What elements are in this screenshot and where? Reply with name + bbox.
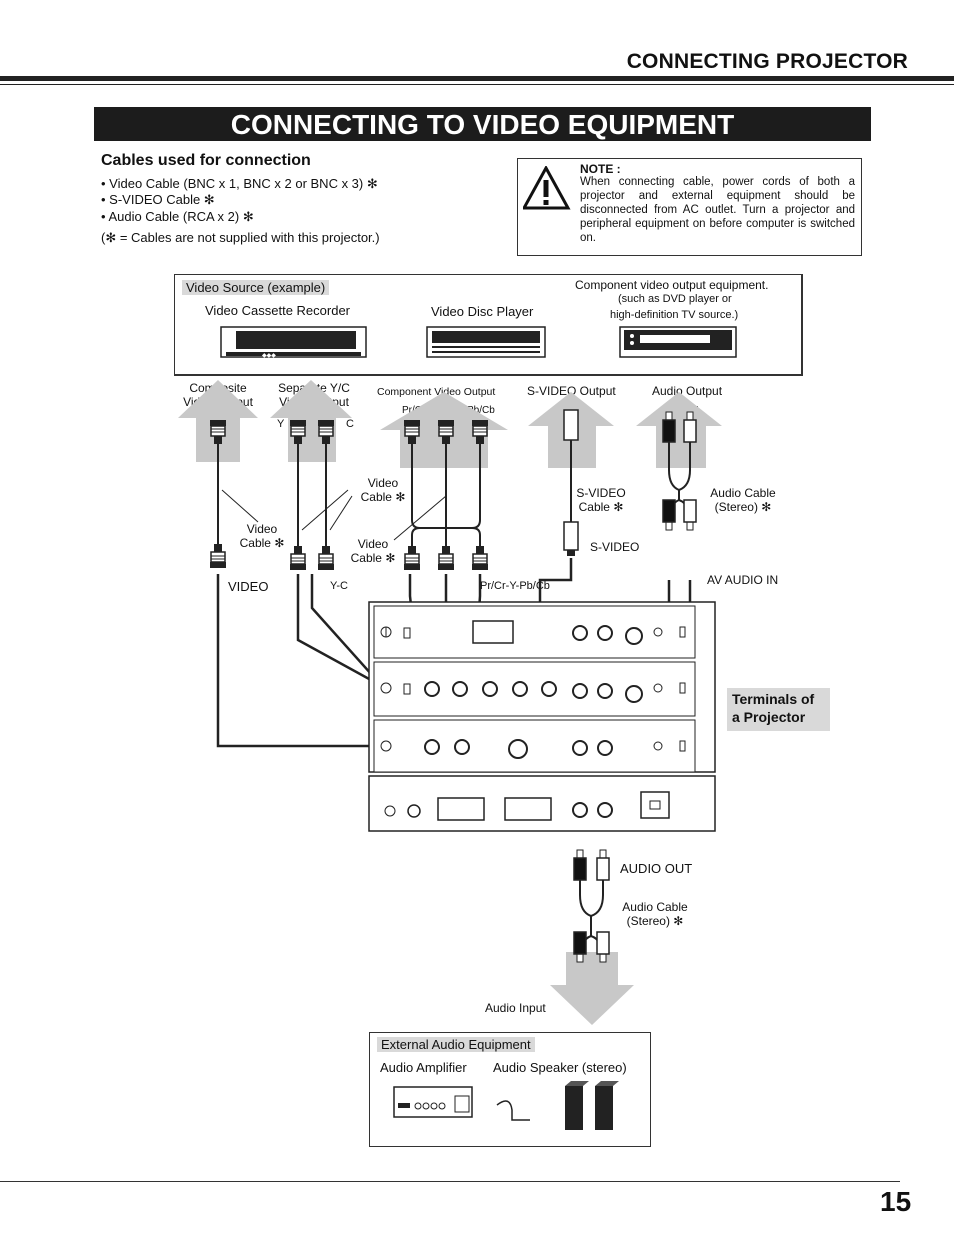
control-port2-label: CONTROL PORT (617, 666, 665, 672)
c-panel-label: C (459, 727, 464, 733)
prcr-label: Pr/Cr-Y-Pb/Cb (480, 580, 550, 592)
video-source-tag: Video Source (example) (182, 280, 330, 295)
input1-label: INPUT 1 (701, 618, 710, 649)
cable-item-audio: • Audio Cable (RCA x 2) ✻ (101, 209, 254, 224)
video-y-label: VIDEO/Y (417, 727, 442, 733)
speaker-label: Audio Speaker (stereo) (493, 1060, 627, 1075)
audio-input-label: Audio Input (485, 1001, 546, 1015)
rpr-label: R/Pr (428, 671, 440, 677)
audio-out-label: AUDIO OUT (620, 861, 693, 876)
video-source-box (174, 274, 803, 376)
video-cable-left-label: Video Cable ✻ (239, 522, 285, 550)
input2-label: INPUT 2 (701, 675, 710, 706)
amplifier-label: Audio Amplifier (380, 1060, 467, 1075)
l-out-label: L (696, 405, 702, 416)
video-label: VIDEO (228, 579, 269, 594)
audio-out-panel-label: AUDIO OUT (572, 779, 608, 785)
c-label: C (346, 418, 354, 430)
composite-output-label: Composite Video Output (183, 381, 253, 409)
control-port1-label: CONTROL PORT (612, 607, 660, 613)
r-tag2: R (576, 673, 583, 679)
r-tag1: R (576, 615, 583, 621)
reset-label: RESET (384, 801, 405, 807)
gy-label: G/Y (456, 671, 467, 677)
cable-footnote: (✻ = Cables are not supplied with this p… (101, 230, 380, 245)
separate-yc-output-label: Separate Y/C Video Output (278, 381, 350, 409)
usb-label: USB (647, 781, 660, 787)
component-equipment-label: Component video output equipment. (575, 278, 769, 292)
serial-out-label: SERIAL PORT OUT (500, 784, 556, 790)
section-header: CONNECTING PROJECTOR (626, 50, 908, 73)
component-sub1: (such as DVD player or (618, 293, 732, 305)
l-tag1: L (601, 615, 607, 621)
audio-out-cable-label: Audio Cable (Stereo) ✻ (622, 900, 688, 928)
component-sub2: high-definition TV source.) (610, 309, 739, 321)
svideo-cable-label: S-VIDEO Cable ✻ (576, 486, 626, 514)
mono2-label: (MONO) (597, 703, 620, 709)
audio-in2-label: AUDIO (580, 665, 600, 671)
y-comp-label: Y (446, 405, 453, 416)
svideo-output-label: S-VIDEO Output (527, 384, 616, 398)
page-title: CONNECTING TO VIDEO EQUIPMENT (94, 107, 871, 141)
terminals-label: Terminals of a Projector (727, 688, 830, 731)
external-audio-tag: External Audio Equipment (377, 1037, 535, 1052)
bpb-label: B/Pb (486, 671, 500, 677)
cable-item-video: • Video Cable (BNC x 1, BNC x 2 or BNC x… (101, 176, 378, 191)
cable-item-svideo: • S-VIDEO Cable ✻ (101, 192, 215, 207)
av-audio-in-label: AV AUDIO IN (707, 573, 779, 587)
svideo-label: S-VIDEO (590, 540, 640, 554)
audio-output-label: Audio Output (652, 384, 723, 398)
audio-in1-label: AUDIO (580, 607, 600, 613)
video-cable-low-label: Video Cable ✻ (350, 537, 396, 565)
v-label: V (546, 671, 551, 677)
disc-player-label: Video Disc Player (431, 304, 534, 319)
mono3-label: (MONO) (597, 761, 620, 767)
component-output-label: Component Video Output (377, 386, 496, 398)
rc-jack-label: R/C JACK (401, 793, 429, 799)
r-tag3: R (576, 730, 583, 736)
audio-input-arrow (550, 952, 634, 1025)
yc-label: Y-C (330, 580, 348, 592)
input3-label: INPUT 3 (701, 731, 710, 762)
component-arrow (380, 392, 508, 468)
header-rule-thin (0, 84, 954, 85)
note-title: NOTE : (580, 162, 621, 176)
page-number: 15 (880, 1186, 912, 1217)
l-tag-out: L (601, 790, 607, 796)
r-tag-out: R (576, 790, 583, 796)
mono1-label: (MONO) (597, 644, 620, 650)
note-box (517, 158, 862, 256)
serial-in-label: SERIAL PORT IN (436, 786, 483, 792)
note-text: When connecting cable, power cords of bo… (580, 176, 855, 244)
audio-in3-label: AUDIO (580, 723, 600, 729)
pr-label: Pr/Cr (402, 405, 426, 416)
pb-label: Pb/Cb (467, 405, 495, 416)
warning-icon (523, 166, 571, 210)
footer-rule (0, 1181, 900, 1182)
mono-out-label: (MONO) (597, 820, 620, 826)
video-cable-mid-label: Video Cable ✻ (360, 476, 406, 504)
y-label: Y (277, 418, 285, 430)
l-tag3: L (601, 730, 607, 736)
audio-cable-label: Audio Cable (Stereo) ✻ (710, 486, 776, 514)
l-tag2: L (601, 673, 607, 679)
header-rule (0, 76, 954, 81)
hhv-label: H/HV (516, 671, 531, 677)
r-out-label: R (674, 405, 682, 416)
analog-rgb-label: ANALOG RGB (472, 614, 512, 620)
audio-arrow (636, 392, 722, 468)
svideo-arrow (528, 392, 614, 468)
vcr-label: Video Cassette Recorder (205, 303, 351, 318)
svideo-panel-label: S-VIDEO (508, 724, 533, 730)
cables-title: Cables used for connection (101, 152, 311, 169)
external-audio-box (369, 1032, 651, 1147)
